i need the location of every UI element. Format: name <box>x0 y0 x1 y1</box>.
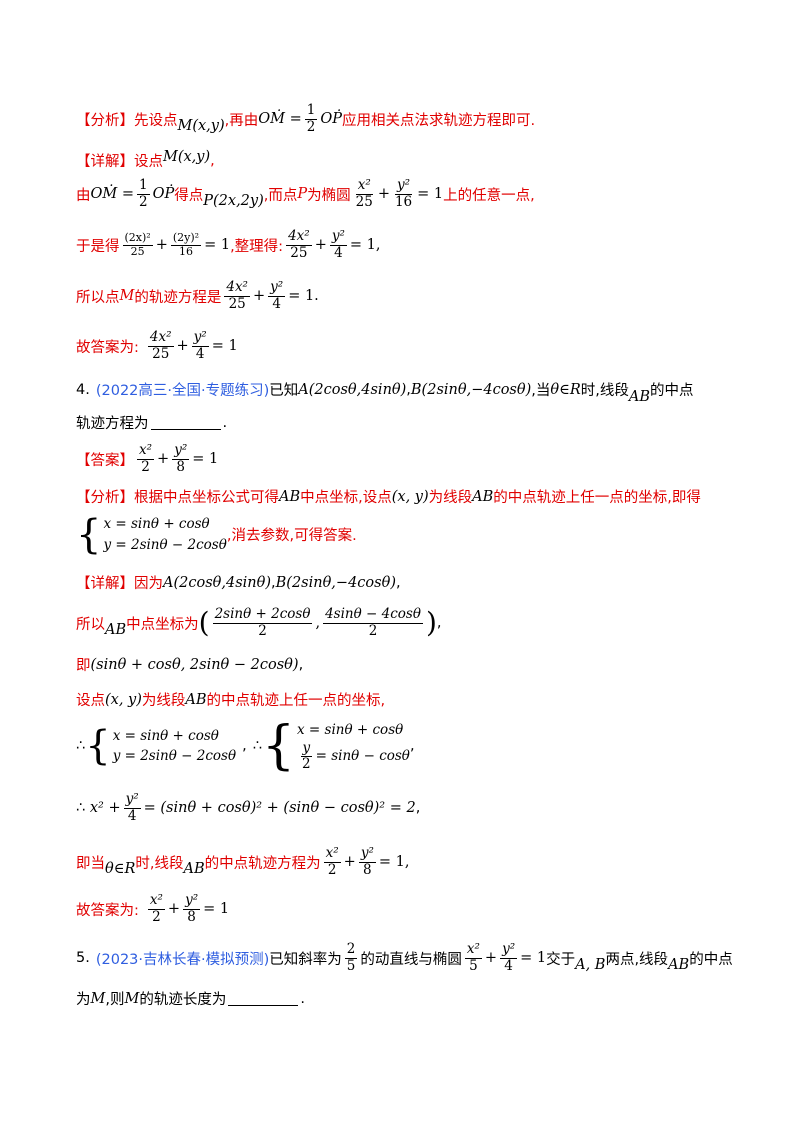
q4-stem-line-2: 轨迹方程为 . <box>76 414 228 433</box>
detail-tag: 【详解】 <box>76 154 134 170</box>
detail-tag: 【详解】 <box>76 576 134 592</box>
answer-blank[interactable] <box>228 991 299 1006</box>
q4-stem-line-1: 4. (2022高三·全国·专题练习) 已知 A(2cosθ,4sinθ) , … <box>76 379 694 405</box>
q5-stem-line-2: 为 M ,则 M 的轨迹长度为 . <box>76 990 305 1009</box>
vector-eq: OṀ = <box>258 111 302 128</box>
q4-source: (2022高三·全国·专题练习) <box>95 383 270 399</box>
detail-line-1: 【详解】 设点 M(x,y) , <box>76 148 215 171</box>
q4-analysis-line-1: 【分析】 根据中点坐标公式可得 AB 中点坐标,设点 (x, y) 为线段 AB… <box>76 486 701 507</box>
q4-detail-line-5: ∴ { x = sinθ + cosθ y = 2sinθ − 2cosθ , … <box>76 716 415 777</box>
q5-source: (2023·吉林长春·模拟预测) <box>95 951 270 968</box>
analysis-tag: 【分析】 <box>76 490 134 506</box>
q4-number: 4. <box>76 381 90 398</box>
param-system: x = sinθ + cosθ y = 2sinθ − 2cosθ <box>103 516 227 553</box>
q4-detail-line-3: 即 (sinθ + cosθ, 2sinθ − 2cosθ) , <box>76 656 304 675</box>
q4-detail-line-1: 【详解】 因为 A(2cosθ,4sinθ) , B(2sinθ,−4cosθ)… <box>76 572 401 593</box>
q4-analysis-line-2: { x = sinθ + cosθ y = 2sinθ − 2cosθ ,消去参… <box>76 511 357 558</box>
analysis-tag: 【分析】 <box>76 112 134 129</box>
q5-number: 5. <box>76 950 90 967</box>
q4-detail-line-4: 设点 (x, y) 为线段 AB 的中点轨迹上任一点的坐标, <box>76 691 386 710</box>
answer-tag: 【答案】 <box>76 452 134 469</box>
answer-blank[interactable] <box>150 415 221 430</box>
